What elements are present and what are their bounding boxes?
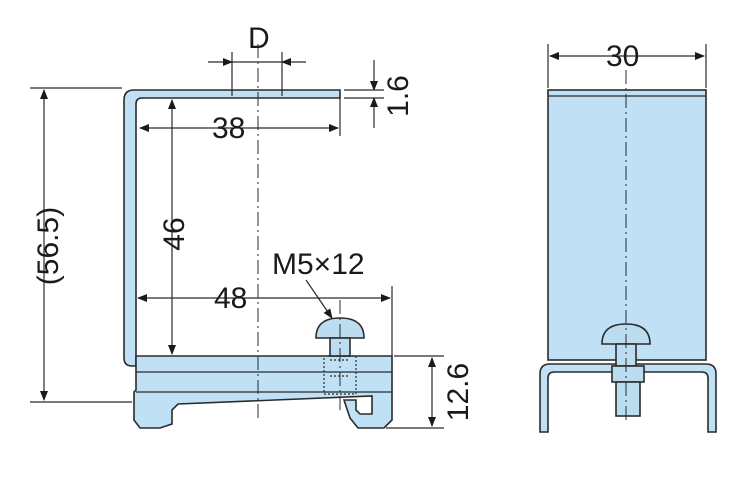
dim-thickness-label: 1.6 <box>382 75 415 117</box>
dim-total-height-label: (56.5) <box>32 207 65 285</box>
bracket-c-profile <box>123 89 341 367</box>
front-body <box>547 89 707 361</box>
screw-label: M5×12 <box>272 248 365 281</box>
screw-callout: M5×12 <box>272 248 365 319</box>
dim-d-label: D <box>248 22 270 55</box>
dim-inner-width-label: 38 <box>212 112 245 145</box>
dim-thickness: 1.6 <box>344 60 415 128</box>
dim-inner-height-label: 46 <box>158 217 191 250</box>
dim-base-height-label: 12.6 <box>442 363 475 421</box>
front-view: 30 <box>539 40 717 433</box>
dim-front-width: 30 <box>547 40 707 88</box>
dim-total-height: (56.5) <box>30 87 132 403</box>
dim-inner-width: 38 <box>139 98 341 145</box>
side-view: D 1.6 38 46 (56.5) <box>30 22 475 429</box>
dim-front-width-label: 30 <box>606 40 639 73</box>
dim-d: D <box>208 22 306 96</box>
dim-base-height: 12.6 <box>386 355 475 429</box>
dim-inner-height: 46 <box>158 99 191 355</box>
dim-base-width: 48 <box>137 282 393 356</box>
front-legs <box>539 363 717 433</box>
dim-base-width-label: 48 <box>214 282 247 315</box>
